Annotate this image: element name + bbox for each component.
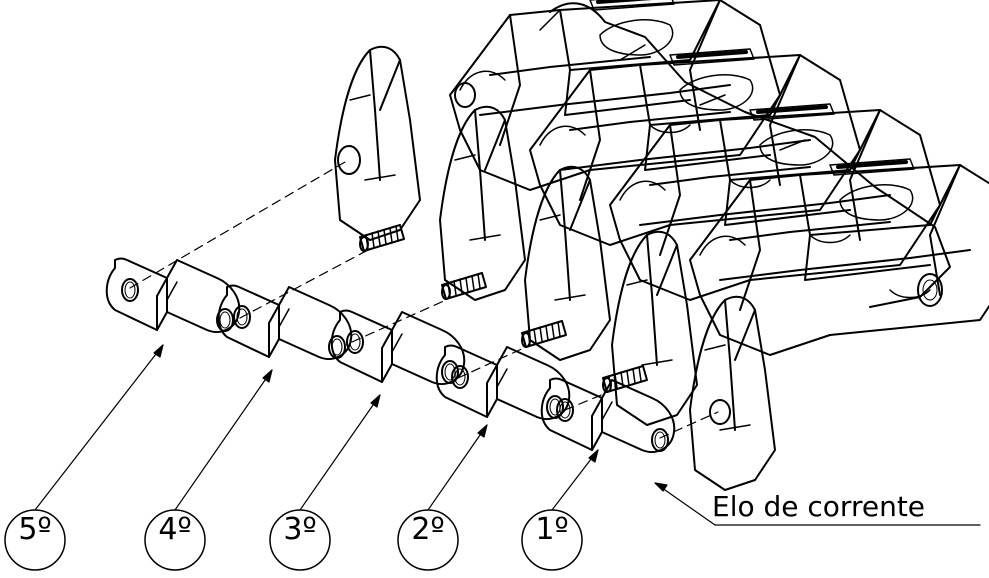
chain-fins (334, 45, 776, 491)
threaded-studs (359, 224, 648, 393)
balloon-3 (269, 509, 331, 571)
part-label: Elo de corrente (712, 490, 926, 523)
balloon-5 (4, 509, 66, 571)
balloon-label-4: 4º (158, 512, 192, 547)
sequence-balloons (4, 509, 583, 571)
leader-lines (34, 344, 981, 526)
chain-link-plates (105, 257, 676, 453)
assembly-lines (129, 161, 719, 439)
balloon-label-2: 2º (411, 512, 445, 547)
balloon-label-3: 3º (283, 512, 317, 547)
balloon-label-1: 1º (535, 512, 569, 547)
balloon-1 (521, 509, 583, 571)
balloon-label-5: 5º (18, 512, 52, 547)
balloon-2 (397, 509, 459, 571)
chain-module-row (448, 0, 989, 357)
balloon-4 (144, 509, 206, 571)
